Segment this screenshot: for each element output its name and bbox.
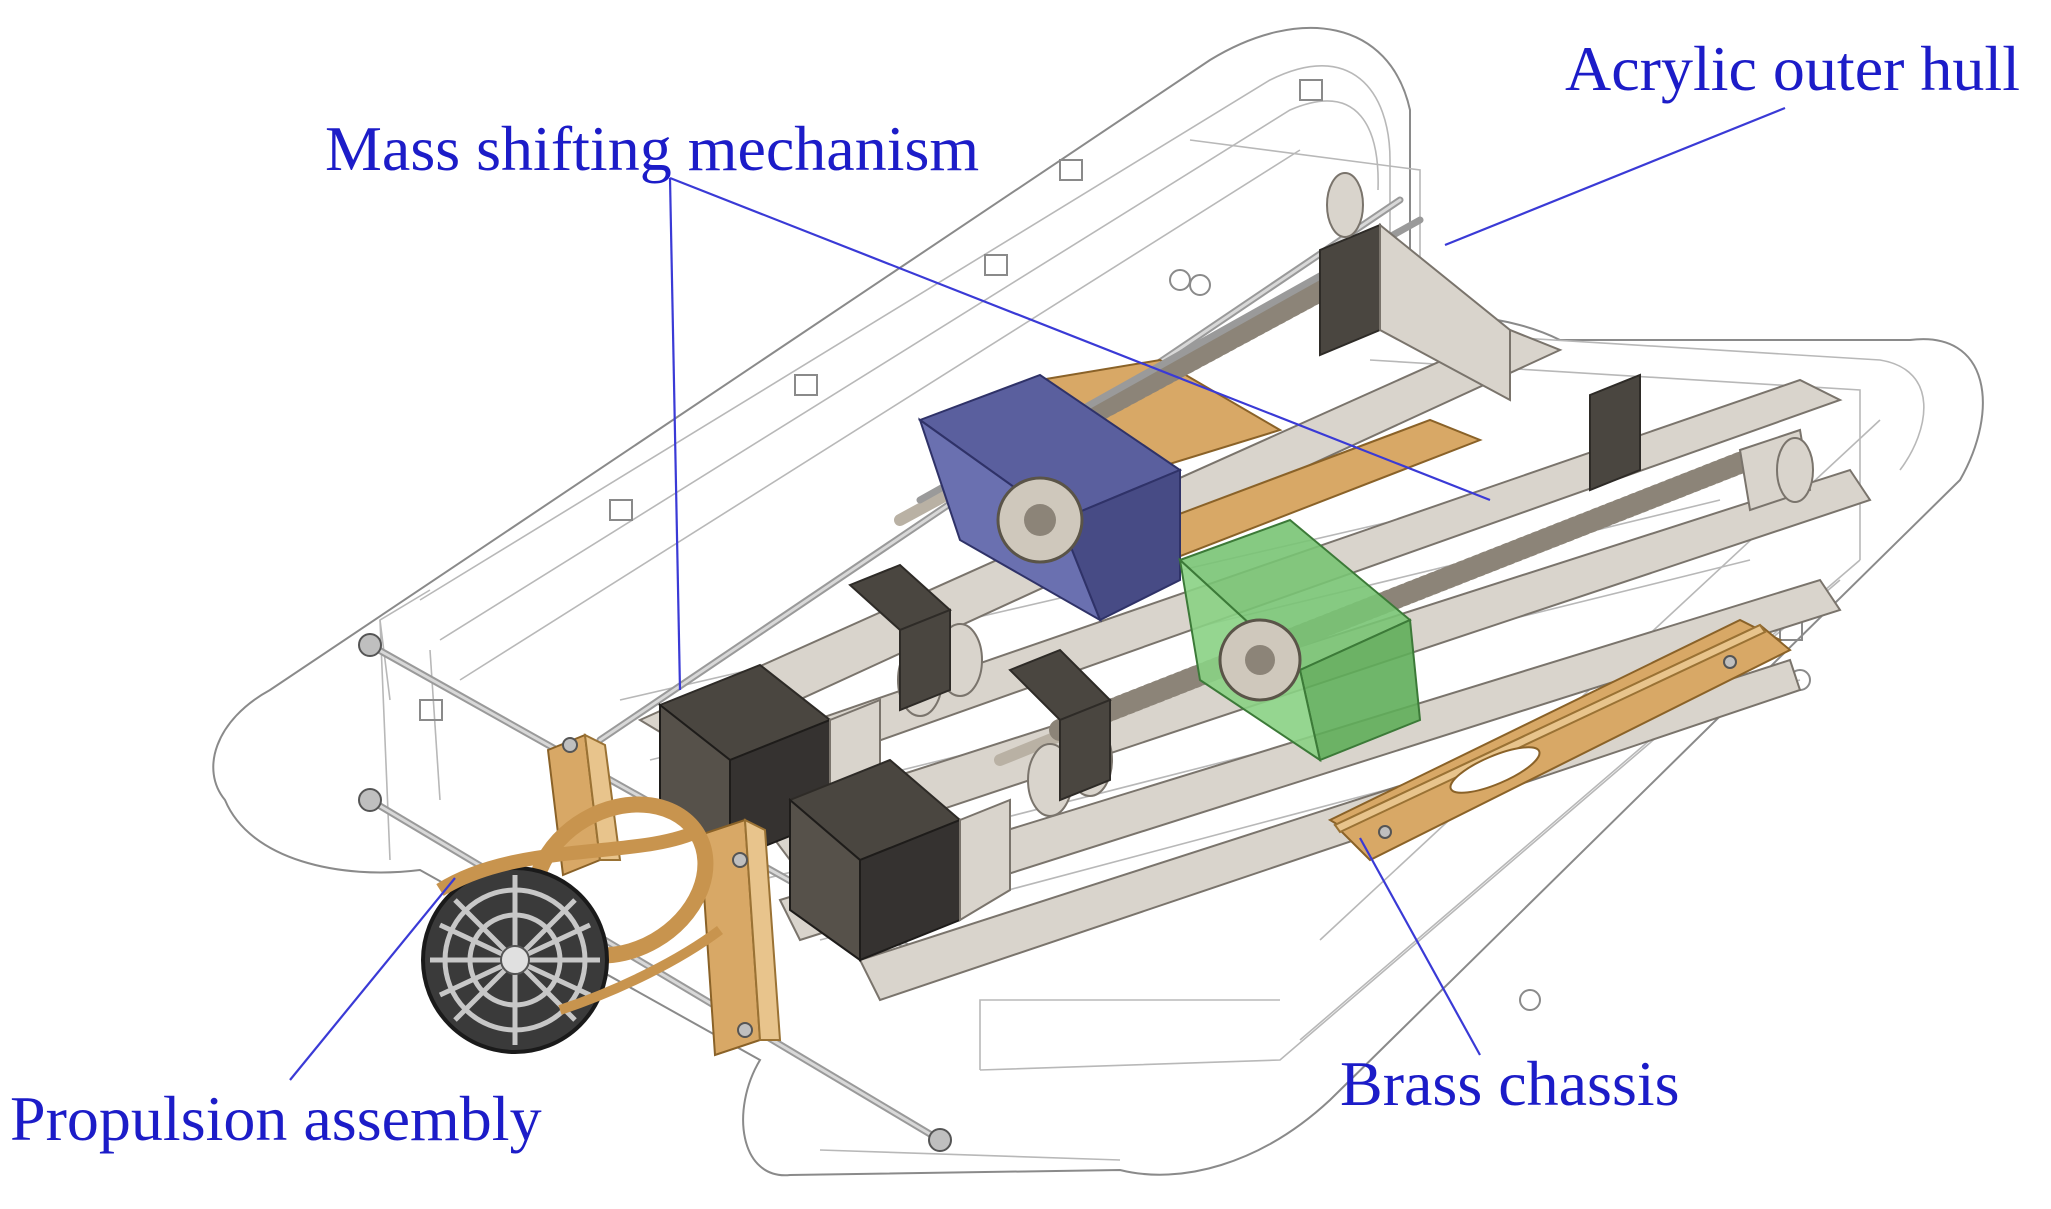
leader-acrylic-hull: [1444, 106, 1786, 247]
leader-mass-shifting-2: [669, 176, 1491, 502]
propeller-hub-icon: [500, 945, 530, 975]
leader-propulsion: [289, 877, 456, 1081]
rod-nut-icon: [358, 633, 382, 657]
forward-moving-mass: [917, 373, 1183, 623]
callout-leaders: [289, 106, 1786, 1081]
aft-moving-mass: [1178, 518, 1422, 763]
label-acrylic-outer-hull: Acrylic outer hull: [1565, 33, 2020, 104]
rod-nut-icon: [358, 788, 382, 812]
callout-labels: Acrylic outer hull Mass shifting mechani…: [10, 33, 2020, 1154]
label-propulsion-assembly: Propulsion assembly: [10, 1083, 542, 1154]
bearing-block-lower: [1589, 373, 1641, 492]
rod-nut-icon: [928, 1128, 952, 1152]
leader-brass-chassis: [1359, 837, 1481, 1056]
leader-mass-shifting-1: [668, 177, 682, 691]
label-brass-chassis: Brass chassis: [1340, 1048, 1680, 1119]
label-mass-shifting-mechanism: Mass shifting mechanism: [325, 113, 979, 184]
propulsion-assembly: [421, 733, 782, 1057]
mass-shifting-mechanism: [658, 172, 1814, 962]
stepper-motor-lower: [788, 648, 1113, 962]
